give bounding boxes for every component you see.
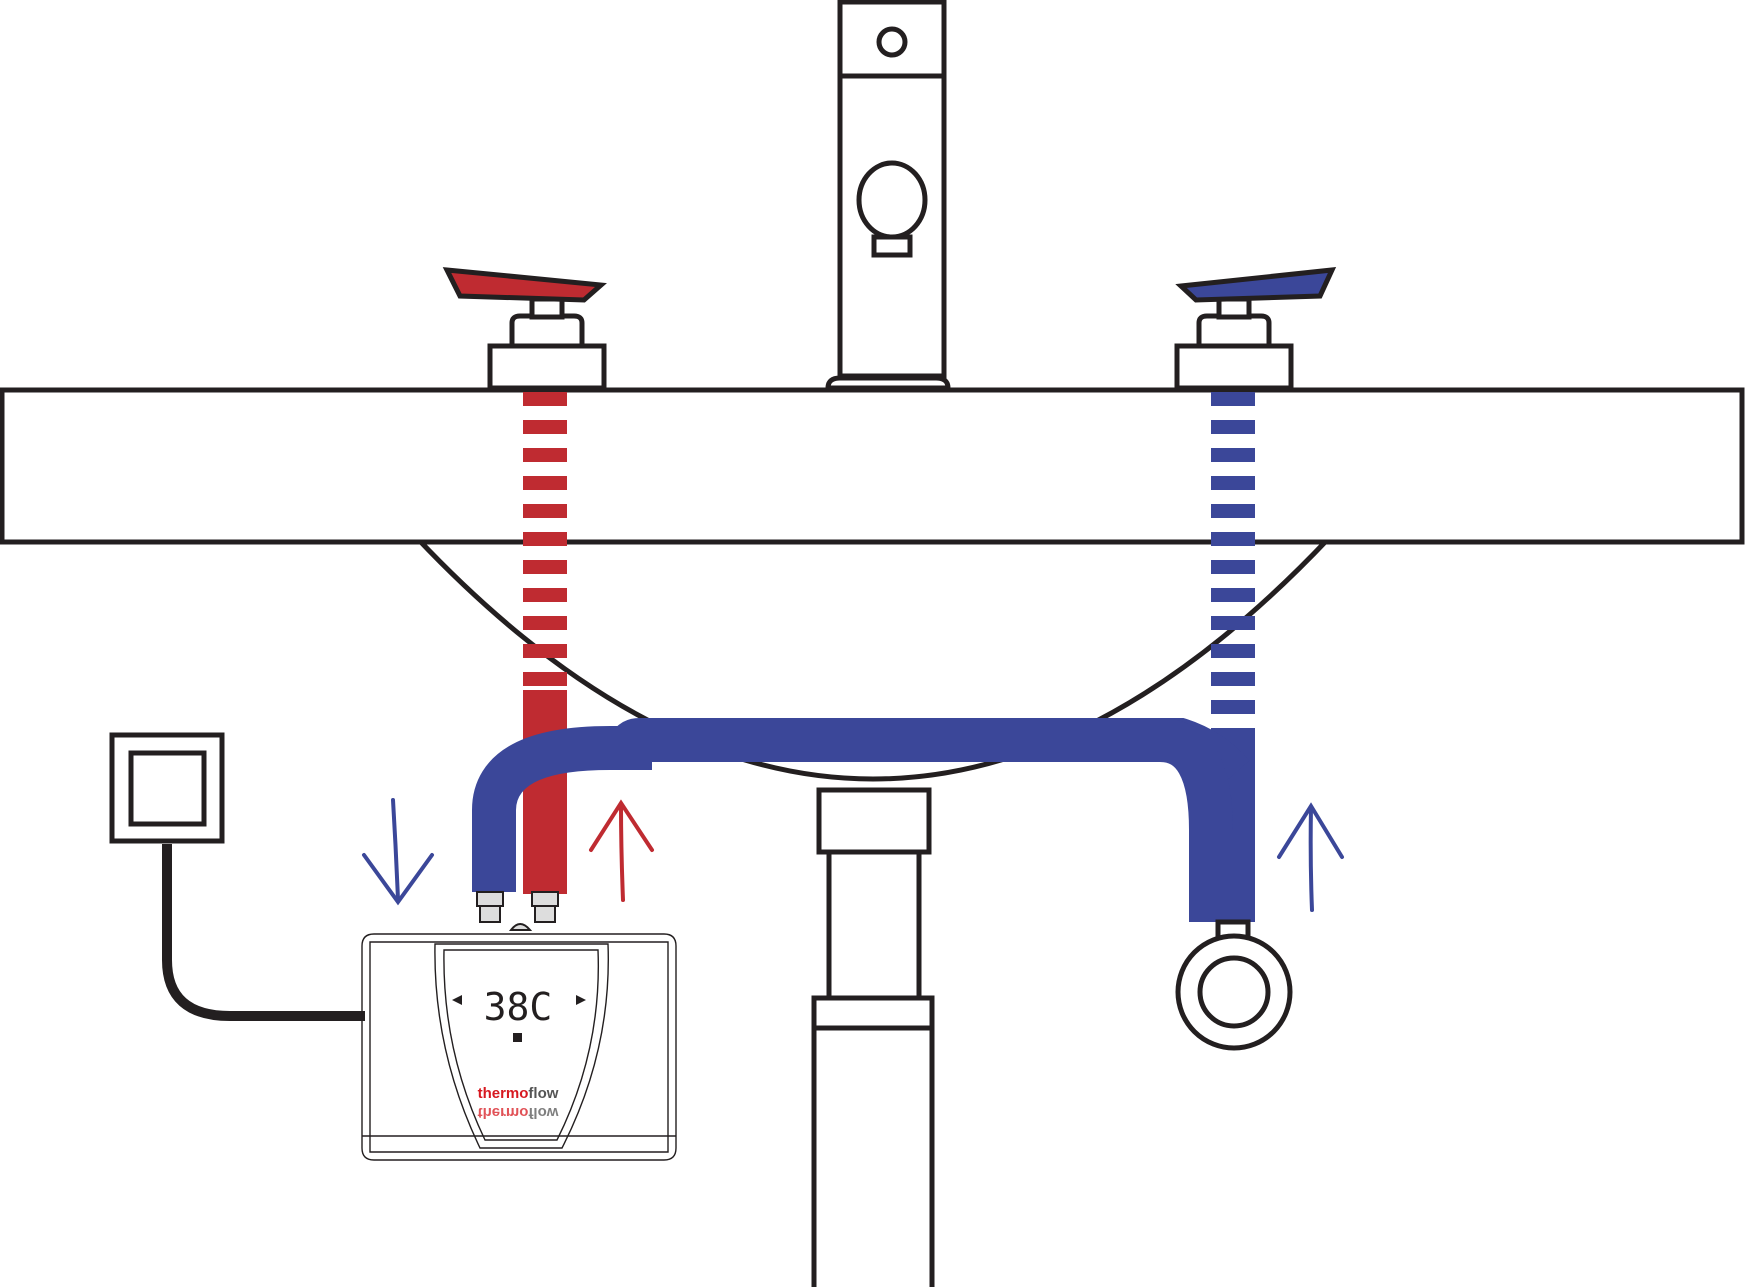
decrease-arrow-icon — [452, 995, 462, 1005]
heater-connectors — [476, 891, 559, 931]
countertop — [0, 387, 1745, 545]
indicator-light — [513, 1033, 522, 1042]
flow-arrow-down-icon — [362, 798, 434, 906]
hot-tap-handle — [442, 267, 607, 303]
brand-logo: thermoflow — [478, 1085, 559, 1102]
cold-tap-handle — [1175, 267, 1337, 303]
wall-socket-icon — [109, 732, 225, 844]
brand-logo-reflection: thermoflow — [478, 1104, 559, 1121]
increase-arrow-icon — [576, 995, 586, 1005]
flow-arrow-up-icon — [1277, 802, 1344, 912]
angle-valve-icon — [1175, 919, 1293, 1051]
cold-water-pipe — [472, 392, 1255, 922]
drain-trap — [811, 787, 935, 1287]
cold-water-tap-icon — [1174, 267, 1337, 391]
faucet-icon — [825, 0, 951, 391]
water-heater: 38C thermoflow thermoflow — [361, 933, 677, 1161]
temperature-display: 38C — [484, 985, 553, 1029]
hot-water-tap-icon — [442, 267, 607, 391]
flow-arrow-up-icon — [589, 799, 654, 902]
hot-water-pipe — [523, 392, 567, 894]
power-cable — [162, 844, 365, 1021]
svg-text:thermoflow: thermoflow — [478, 1104, 559, 1121]
